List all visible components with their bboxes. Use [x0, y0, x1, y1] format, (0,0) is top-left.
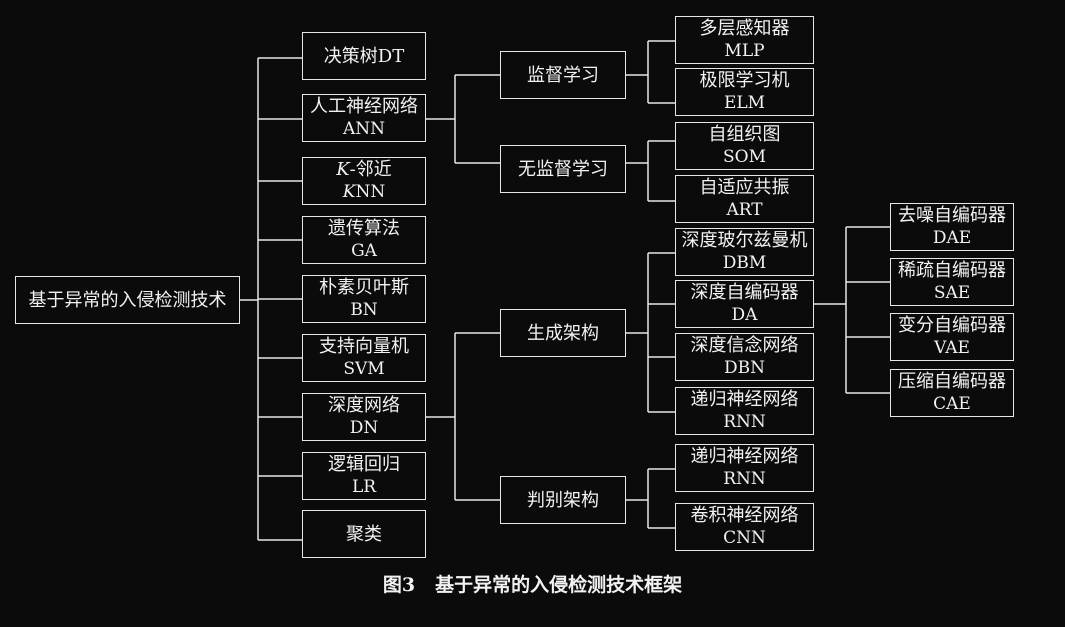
leaf-som: 自组织图 SOM [675, 122, 814, 170]
method-bn: 朴素贝叶斯 BN [302, 275, 426, 323]
branch-generative: 生成架构 [500, 309, 626, 357]
leaf-rnn-generative-abbr: RNN [723, 412, 766, 432]
method-ann-abbr: ANN [342, 119, 386, 139]
leaf-cae-abbr: CAE [933, 394, 971, 414]
method-ga-abbr: GA [351, 241, 377, 261]
leaf-da-abbr: DA [731, 305, 758, 325]
method-lr: 逻辑回归 LR [302, 452, 426, 500]
branch-supervised: 监督学习 [500, 51, 626, 99]
figure-caption: 图3 基于异常的入侵检测技术框架 [0, 570, 1065, 597]
leaf-elm-abbr: ELM [723, 93, 766, 113]
method-ann: 人工神经网络 ANN [302, 94, 426, 142]
leaf-vae: 变分自编码器 VAE [890, 313, 1014, 361]
branch-unsupervised-label: 无监督学习 [518, 158, 608, 180]
method-knn-label: K-邻近 [336, 159, 392, 180]
leaf-elm-label: 极限学习机 [699, 70, 790, 91]
leaf-rnn-discriminative-label: 递归神经网络 [690, 446, 799, 467]
root-label: 基于异常的入侵检测技术 [28, 289, 227, 311]
leaf-da: 深度自编码器 DA [675, 280, 814, 328]
leaf-dbm: 深度玻尔兹曼机 DBM [675, 228, 814, 276]
leaf-mlp-abbr: MLP [724, 41, 765, 61]
leaf-som-abbr: SOM [723, 147, 766, 167]
leaf-cnn: 卷积神经网络 CNN [675, 503, 814, 551]
leaf-sae-abbr: SAE [933, 283, 971, 303]
leaf-som-label: 自组织图 [708, 124, 781, 145]
leaf-dae: 去噪自编码器 DAE [890, 203, 1014, 251]
method-bn-label: 朴素贝叶斯 [319, 277, 409, 298]
method-ga: 遗传算法 GA [302, 216, 426, 264]
leaf-rnn-discriminative-abbr: RNN [723, 469, 766, 489]
leaf-dae-label: 去噪自编码器 [898, 205, 1006, 226]
leaf-vae-abbr: VAE [934, 338, 970, 358]
branch-unsupervised: 无监督学习 [500, 145, 626, 193]
method-svm: 支持向量机 SVM [302, 334, 426, 382]
leaf-sae: 稀疏自编码器 SAE [890, 258, 1014, 306]
branch-discriminative: 判别架构 [500, 476, 626, 524]
method-knn: K-邻近 KNN [302, 157, 426, 205]
leaf-dbm-abbr: DBM [722, 253, 767, 273]
leaf-elm: 极限学习机 ELM [675, 68, 814, 116]
method-ga-label: 遗传算法 [328, 218, 400, 239]
leaf-dbn: 深度信念网络 DBN [675, 333, 814, 381]
method-dn-label: 深度网络 [328, 395, 400, 416]
figure-title: 基于异常的入侵检测技术框架 [435, 574, 683, 596]
leaf-art: 自适应共振 ART [675, 175, 814, 223]
method-knn-abbr: KNN [342, 182, 386, 202]
method-dt: 决策树DT [302, 32, 426, 80]
method-bn-abbr: BN [350, 300, 378, 320]
leaf-art-abbr: ART [726, 200, 763, 220]
method-lr-label: 逻辑回归 [328, 454, 400, 475]
method-dn: 深度网络 DN [302, 393, 426, 441]
branch-supervised-label: 监督学习 [527, 64, 599, 86]
method-lr-abbr: LR [351, 477, 377, 497]
method-ann-label: 人工神经网络 [310, 96, 418, 117]
branch-discriminative-label: 判别架构 [527, 489, 599, 511]
leaf-rnn-generative: 递归神经网络 RNN [675, 387, 814, 435]
leaf-art-label: 自适应共振 [699, 177, 790, 198]
leaf-dae-abbr: DAE [932, 228, 972, 248]
leaf-dbn-abbr: DBN [724, 358, 765, 378]
method-dn-abbr: DN [349, 418, 379, 438]
leaf-mlp-label: 多层感知器 [699, 18, 790, 39]
leaf-dbn-label: 深度信念网络 [690, 335, 799, 356]
leaf-cae-label: 压缩自编码器 [898, 371, 1006, 392]
leaf-rnn-generative-label: 递归神经网络 [690, 389, 799, 410]
leaf-dbm-label: 深度玻尔兹曼机 [681, 230, 808, 251]
leaf-sae-label: 稀疏自编码器 [898, 260, 1006, 281]
leaf-cae: 压缩自编码器 CAE [890, 369, 1014, 417]
branch-generative-label: 生成架构 [527, 322, 599, 344]
root-node: 基于异常的入侵检测技术 [15, 276, 240, 324]
method-svm-label: 支持向量机 [319, 336, 409, 357]
method-cluster: 聚类 [302, 510, 426, 558]
leaf-vae-label: 变分自编码器 [898, 315, 1006, 336]
leaf-cnn-label: 卷积神经网络 [690, 505, 799, 526]
leaf-da-label: 深度自编码器 [690, 282, 799, 303]
figure-number: 图3 [382, 574, 416, 596]
leaf-mlp: 多层感知器 MLP [675, 16, 814, 64]
method-svm-abbr: SVM [343, 359, 385, 379]
method-cluster-label: 聚类 [346, 523, 382, 545]
leaf-cnn-abbr: CNN [723, 528, 766, 548]
method-dt-label: 决策树DT [323, 45, 405, 67]
leaf-rnn-discriminative: 递归神经网络 RNN [675, 444, 814, 492]
